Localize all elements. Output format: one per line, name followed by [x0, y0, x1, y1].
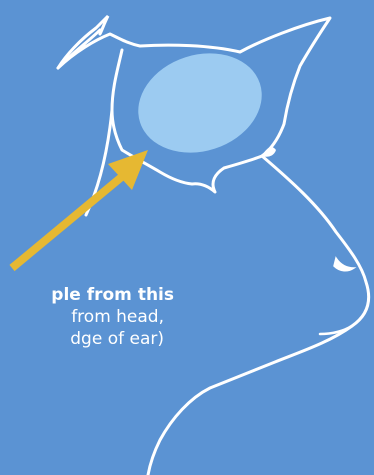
ear-base-bump	[262, 147, 276, 157]
nostril	[334, 258, 354, 271]
pointer-arrow	[12, 150, 148, 268]
sample-region	[125, 38, 274, 168]
caption-line-3: dge of ear)	[0, 329, 164, 350]
caption-line-1: ple from this	[0, 285, 174, 306]
caption-line-2: from head,	[0, 307, 164, 328]
